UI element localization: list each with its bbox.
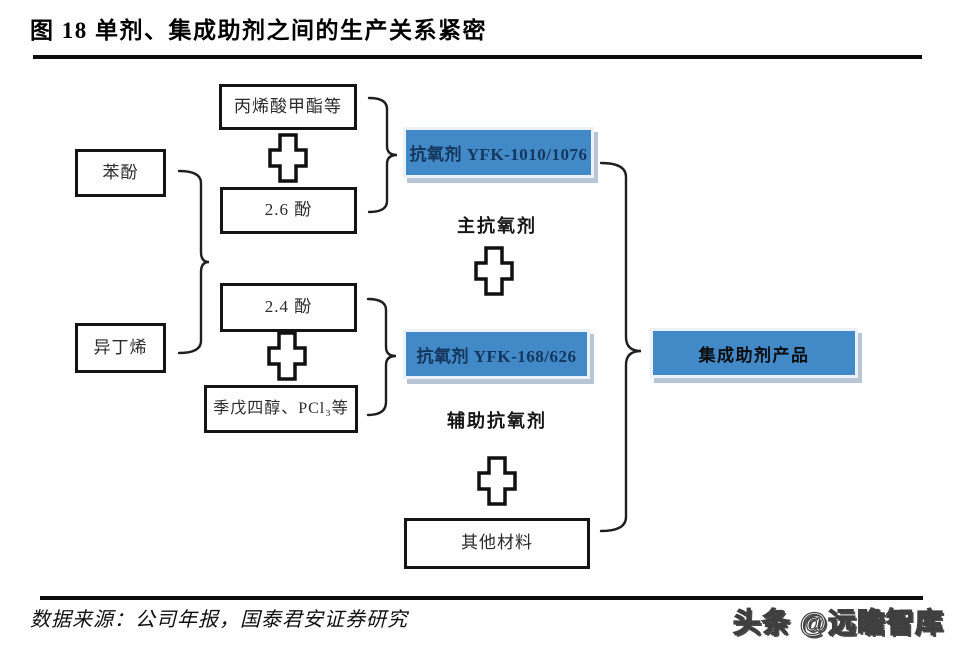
box-methyl-acrylate: 丙烯酸甲酯等 <box>219 84 357 130</box>
watermark: 头条 @远瞻智库 <box>732 606 944 638</box>
source-note: 数据来源：公司年报，国泰君安证券研究 <box>30 609 408 631</box>
plus-icon <box>474 246 514 296</box>
plus-icon <box>477 456 517 506</box>
brace-top-mid-icon <box>367 96 398 214</box>
label-aux-antioxidant: 辅助抗氧剂 <box>447 411 547 431</box>
box-isobutylene: 异丁烯 <box>75 323 166 373</box>
brace-left-icon <box>177 169 210 355</box>
box-antioxidant-yfk1010: 抗氧剂 YFK-1010/1076 <box>403 127 594 178</box>
box-24-phenol: 2.4 酚 <box>220 283 357 332</box>
brace-big-icon <box>599 161 642 533</box>
box-26-phenol: 2.6 酚 <box>220 187 357 234</box>
title-rule <box>33 55 922 59</box>
box-phenol: 苯酚 <box>75 149 166 197</box>
box-integrated-product: 集成助剂产品 <box>650 328 858 378</box>
box-pentaerythritol-pcl3: 季戊四醇、PCl₃等 <box>204 385 358 433</box>
plus-icon <box>267 331 307 381</box>
label-main-antioxidant: 主抗氧剂 <box>457 216 537 236</box>
box-other-materials: 其他材料 <box>404 518 590 569</box>
figure-title: 图 18 单剂、集成助剂之间的生产关系紧密 <box>30 18 487 43</box>
brace-bottom-mid-icon <box>366 297 397 417</box>
box-antioxidant-yfk168: 抗氧剂 YFK-168/626 <box>403 329 590 379</box>
plus-icon <box>268 133 308 183</box>
footer-rule <box>40 596 923 600</box>
